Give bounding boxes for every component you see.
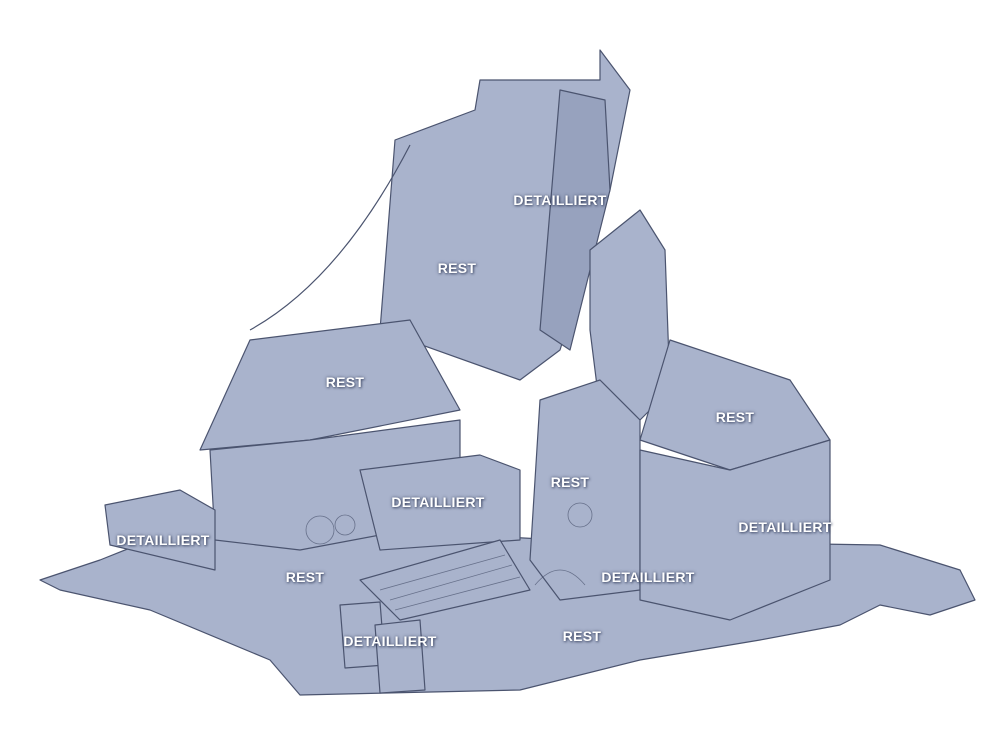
fence-left xyxy=(104,489,216,571)
barrel-2 xyxy=(374,619,426,694)
right-roof xyxy=(639,339,831,471)
label-rest: REST xyxy=(550,474,590,490)
label-rest: REST xyxy=(715,409,755,425)
bunting-line xyxy=(249,144,411,331)
label-detailliert: DETAILLIERT xyxy=(601,569,695,585)
label-rest: REST xyxy=(285,569,325,585)
label-rest: REST xyxy=(325,374,365,390)
label-rest: REST xyxy=(562,628,602,644)
right-walls xyxy=(639,439,831,621)
label-detailliert: DETAILLIERT xyxy=(116,532,210,548)
label-detailliert: DETAILLIERT xyxy=(343,633,437,649)
label-rest: REST xyxy=(437,260,477,276)
label-detailliert: DETAILLIERT xyxy=(738,519,832,535)
chimney-base xyxy=(529,379,641,601)
market-stall xyxy=(359,454,521,551)
label-detailliert: DETAILLIERT xyxy=(513,192,607,208)
label-detailliert: DETAILLIERT xyxy=(391,494,485,510)
